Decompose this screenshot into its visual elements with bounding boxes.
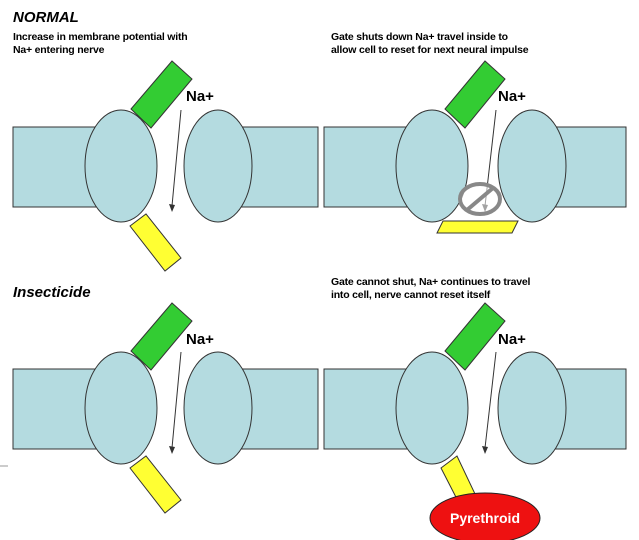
caption-normal-line1: Increase in membrane potential with — [13, 31, 187, 44]
ion-flow-arrowhead — [169, 446, 175, 454]
ion-flow-arrow — [172, 352, 181, 448]
inactivation-gate — [130, 456, 181, 513]
ion-flow-arrow — [172, 110, 181, 206]
ion-label-normal-closed: Na+ — [498, 88, 526, 105]
channel-protein-right — [498, 110, 566, 222]
panel-normal-closed — [324, 61, 626, 233]
channel-protein-left — [85, 352, 157, 464]
channel-protein-right — [184, 352, 252, 464]
blocked-icon — [460, 184, 500, 214]
inactivation-gate — [130, 214, 181, 271]
ion-label-insecticide-blocked: Na+ — [498, 331, 526, 348]
channel-protein-left — [85, 110, 157, 222]
ion-flow-arrowhead — [169, 204, 175, 212]
ion-flow-arrowhead — [482, 446, 488, 454]
activation-gate — [445, 303, 505, 370]
heading-insecticide: Insecticide — [13, 284, 91, 301]
activation-gate — [131, 303, 192, 370]
panel-insecticide-blocked — [324, 303, 626, 540]
panel-insecticide-open — [13, 303, 318, 513]
caption-closed-line2: allow cell to reset for next neural impu… — [331, 44, 528, 57]
activation-gate — [131, 61, 192, 128]
channel-protein-right — [498, 352, 566, 464]
caption-closed-line1: Gate shuts down Na+ travel inside to — [331, 31, 508, 44]
caption-blocked-line1: Gate cannot shut, Na+ continues to trave… — [331, 276, 530, 289]
ion-label-normal-open: Na+ — [186, 88, 214, 105]
caption-blocked-line2: into cell, nerve cannot reset itself — [331, 289, 490, 302]
caption-normal-line2: Na+ entering nerve — [13, 44, 104, 57]
pyrethroid-label: Pyrethroid — [430, 510, 540, 526]
activation-gate — [445, 61, 505, 128]
channel-protein-right — [184, 110, 252, 222]
panel-normal-open — [13, 61, 318, 271]
channel-protein-left — [396, 352, 468, 464]
ion-flow-arrow — [485, 352, 496, 448]
channel-protein-left — [396, 110, 468, 222]
heading-normal: NORMAL — [13, 9, 79, 26]
ion-label-insecticide-open: Na+ — [186, 331, 214, 348]
inactivation-gate-closed — [437, 221, 518, 233]
